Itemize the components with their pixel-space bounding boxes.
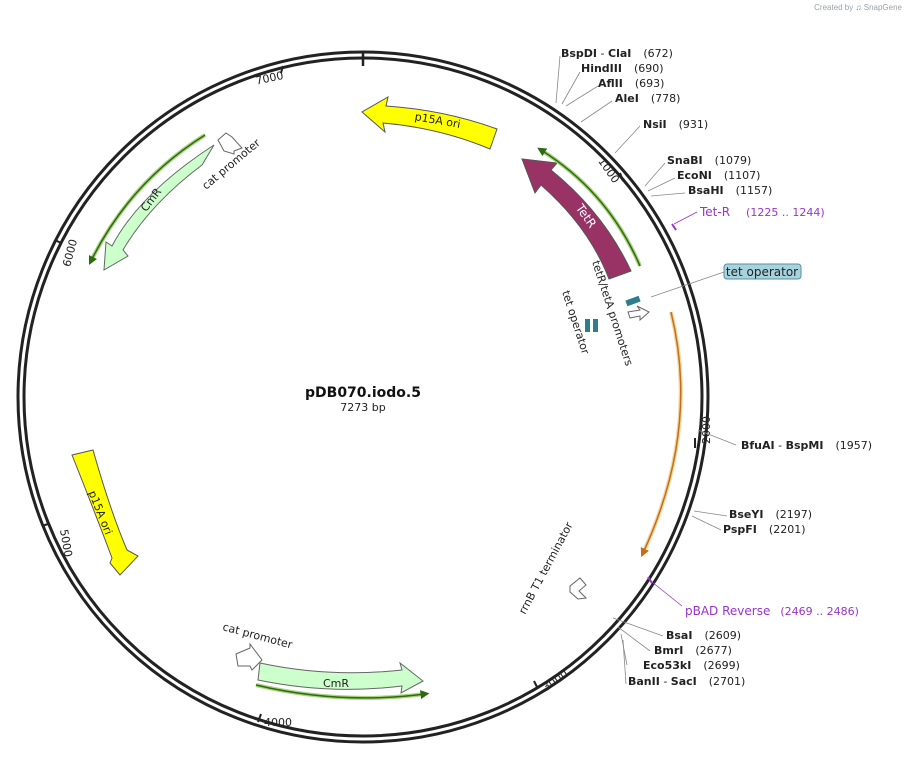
p15a-ori-arrow-left[interactable] (71, 449, 139, 576)
tetr-arrow[interactable] (521, 158, 632, 280)
orange-strand-arrow (640, 311, 682, 558)
primer-pbad-reverse-leader (651, 581, 683, 607)
backbone-outer (16, 50, 710, 744)
tet-operator-mark-2a[interactable] (585, 319, 590, 332)
tet-operator-callout-box[interactable] (723, 263, 802, 280)
primer-tet-r[interactable]: Tet-R(1225 .. 1244) (699, 205, 825, 219)
promoter-arrow-small[interactable] (627, 305, 650, 322)
tet-operator-mark-2b[interactable] (593, 319, 598, 332)
site-bmri[interactable]: BmrI(2677) (654, 644, 732, 657)
cmr-strand-arrow-bottom (255, 684, 430, 700)
cmr-label-bottom: CmR (323, 677, 349, 690)
credit-brand: SnapGene (863, 3, 902, 12)
cat-promoter-arrow-bottom[interactable] (235, 642, 263, 671)
site-eco53ki[interactable]: Eco53kI(2699) (643, 659, 740, 672)
rrnb-terminator-arrow[interactable] (569, 577, 588, 600)
tick-label: 1000 (595, 155, 622, 185)
plasmid-size: 7273 bp (340, 401, 385, 414)
cmr-arrow-bottom[interactable] (257, 661, 424, 694)
site-banii[interactable]: BanII - SacI(2701) (628, 675, 745, 688)
cmr-arrow-top[interactable] (103, 144, 215, 271)
site-aflii[interactable]: AflII(693) (598, 77, 664, 90)
credit: Created by ♫ SnapGene (814, 3, 902, 12)
cat-promoter-label-bottom: cat promoter (221, 620, 294, 651)
primer-pbad-reverse[interactable]: pBAD Reverse(2469 .. 2486) (685, 604, 859, 618)
cmr-strand-arrow-top (88, 134, 206, 266)
p15a-ori-arrow-top[interactable] (361, 95, 498, 150)
site-econi[interactable]: EcoNI(1107) (677, 169, 760, 182)
site-hindiii[interactable]: HindIII(690) (581, 62, 664, 75)
site-snabi[interactable]: SnaBI(1079) (667, 154, 751, 167)
site-bsai[interactable]: BsaI(2609) (666, 629, 741, 642)
tick-label: 6000 (60, 238, 80, 268)
site-bsahi[interactable]: BsaHI(1157) (688, 184, 772, 197)
tick-marks (41, 65, 696, 723)
tetr-strand-arrow (537, 147, 641, 267)
plasmid-name: pDB070.iodo.5 (305, 385, 421, 401)
credit-prefix: Created by (814, 3, 854, 12)
tick-label: 4000 (264, 716, 292, 729)
tet-operator-mark-1[interactable] (625, 295, 641, 307)
site-leader-lines (555, 55, 737, 685)
site-pspfi[interactable]: PspFI(2201) (723, 523, 805, 536)
orange-strand-glow (641, 311, 683, 554)
site-bfuai[interactable]: BfuAI - BspMI(1957) (741, 439, 872, 452)
primer-tet-r-leader (673, 211, 698, 225)
tick-label: 7000 (254, 69, 284, 88)
primer-tet-r-mark (671, 223, 677, 231)
site-bspdi[interactable]: BspDI - ClaI(672) (561, 47, 673, 60)
site-bseyi[interactable]: BseYI(2197) (729, 508, 812, 521)
callout-leader (650, 271, 725, 298)
restriction-sites: BspDI - ClaI(672) HindIII(690) AflII(693… (561, 47, 872, 688)
tet-operator-callout-label: tet operator (726, 265, 798, 279)
site-nsii[interactable]: NsiI(931) (643, 118, 708, 131)
site-alei[interactable]: AleI(778) (615, 92, 680, 105)
rrnb-t1-terminator-label: rrnB T1 terminator (516, 520, 576, 617)
tick-label: 2000 (700, 416, 713, 444)
primer-pbad-reverse-mark (647, 576, 653, 584)
tick-label: 3000 (540, 667, 570, 694)
tick-label: 5000 (57, 528, 75, 558)
cat-promoter-arrow-top[interactable] (217, 132, 243, 155)
